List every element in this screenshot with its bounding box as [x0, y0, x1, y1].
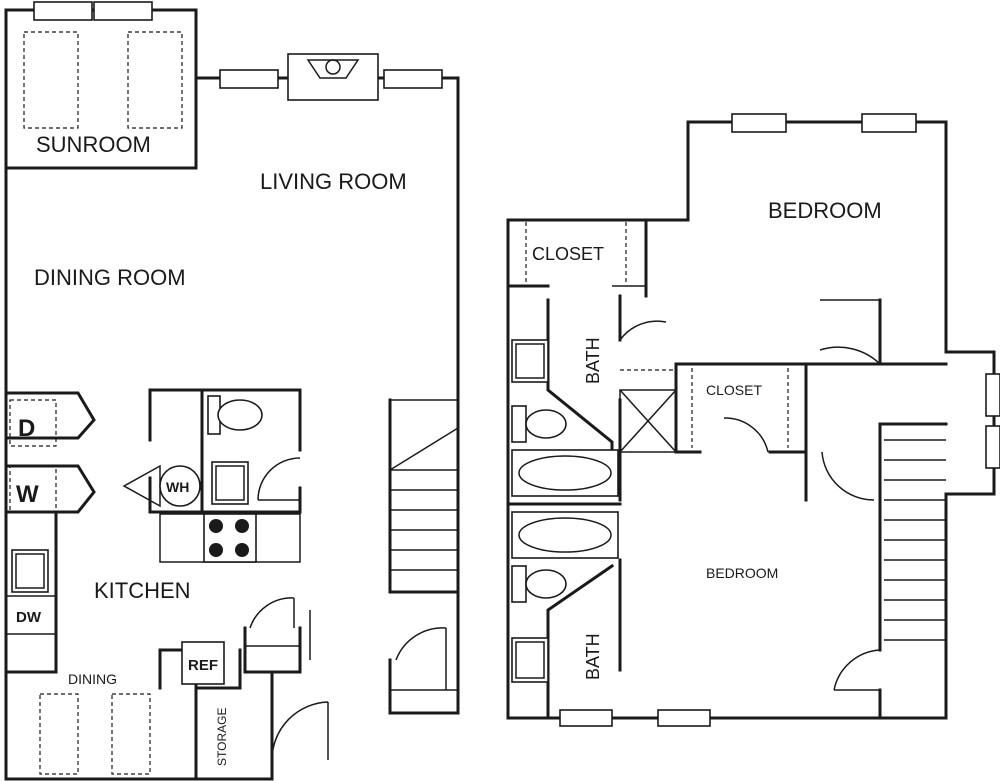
powder-sink-basin	[215, 465, 245, 501]
storage-door-swing	[271, 701, 329, 761]
bath-lower-sink-basin	[515, 641, 545, 679]
burner-2	[235, 519, 249, 533]
closet-mid-west	[674, 362, 702, 454]
dryer-box	[9, 399, 57, 447]
bedroom-window-2	[861, 113, 917, 133]
bedroom2-window-2	[657, 709, 711, 727]
powder-room-walls	[148, 388, 302, 452]
bath-lower-label: BATH	[583, 633, 603, 680]
water-heater	[159, 465, 201, 507]
bath-lower-sink	[511, 637, 549, 683]
kitchen-sink	[11, 549, 49, 593]
upper-floor	[506, 113, 1000, 727]
dining-furniture-2	[111, 693, 151, 775]
upper-north-walls	[506, 120, 948, 354]
stair-enclosure	[388, 398, 460, 594]
bath-upper-toilet-bowl	[525, 409, 567, 439]
sunroom-label: SUNROOM	[36, 132, 151, 157]
bath-lower-tub	[511, 511, 619, 559]
sunroom-window-1	[33, 1, 93, 21]
upper-stair-treads	[884, 439, 946, 641]
sunroom-window-2	[93, 1, 153, 21]
bumpout-window-2	[985, 425, 1000, 469]
water-heater-label: WH	[166, 479, 189, 495]
closet-middle-label: CLOSET	[706, 382, 762, 398]
bath-upper-label: BATH	[583, 337, 603, 384]
fireplace-hearth	[306, 59, 360, 79]
powder-door-swing	[257, 457, 301, 501]
linen-x-2	[619, 389, 677, 453]
stair-treads	[390, 469, 458, 571]
bedroom2-closet-door-swing	[833, 649, 881, 691]
bath-lower-tub-basin	[518, 517, 612, 553]
bath-upper-tub	[511, 449, 619, 497]
main-floor-west-wall	[4, 8, 274, 781]
living-room-label: LIVING ROOM	[260, 169, 407, 194]
stair-break-line	[389, 427, 459, 471]
living-window-2	[383, 69, 443, 89]
bump-out	[944, 350, 996, 496]
upper-stair-enclosure	[878, 422, 948, 652]
sunroom-south-wall	[4, 76, 198, 170]
water-heater-door	[122, 464, 161, 508]
laundry-upper-shelf	[4, 391, 96, 440]
pantry-walls	[243, 626, 302, 674]
bedroom-partition	[804, 298, 882, 366]
dryer-label: D	[18, 415, 35, 442]
entry-door-swing	[395, 627, 447, 661]
bedroom2-window-1	[559, 709, 613, 727]
burner-3	[209, 543, 223, 557]
kitchen-label: KITCHEN	[94, 578, 191, 603]
burner-1	[209, 519, 223, 533]
closet-upper-label: CLOSET	[532, 244, 604, 264]
bedroom-upper-label: BEDROOM	[768, 198, 882, 223]
dishwasher-label: DW	[16, 609, 42, 626]
refrigerator-label: REF	[188, 657, 218, 674]
bath-upper-door-swing	[619, 320, 667, 341]
bedroom-door-swing	[819, 346, 881, 365]
dining-furniture-1	[39, 693, 79, 775]
powder-sink	[211, 461, 249, 505]
dining-label: DINING	[68, 671, 117, 687]
bath-upper-toilet-tank	[511, 405, 527, 443]
bedroom-lower-label: BEDROOM	[706, 565, 778, 581]
bath-upper-sink-basin	[515, 343, 545, 379]
living-window-1	[219, 69, 279, 89]
pantry-door-swing	[249, 597, 295, 629]
bedroom2-door-swing	[821, 451, 875, 501]
kitchen-sink-basin	[15, 553, 45, 589]
dining-room-label: DINING ROOM	[34, 265, 186, 290]
bath-lower-toilet-bowl	[525, 569, 567, 599]
bumpout-window-1	[985, 373, 1000, 417]
closet-mid-door-swing	[723, 417, 769, 453]
powder-toilet-bowl	[217, 399, 263, 431]
bath-upper-sink	[511, 339, 549, 383]
burner-4	[235, 543, 249, 557]
closet-mid-walls	[674, 362, 808, 454]
upper-south-west-walls	[506, 218, 948, 720]
fridge-alcove-east	[194, 648, 242, 690]
fireplace	[287, 53, 379, 101]
sunroom-furniture-2	[127, 31, 183, 129]
washer-label: W	[16, 481, 39, 508]
bedroom-window-1	[731, 113, 787, 133]
fireplace-grate	[325, 59, 341, 75]
bath-lower-toilet-tank	[511, 565, 527, 603]
main-floor	[4, 1, 460, 781]
kitchen-west-counter	[4, 510, 58, 674]
bath-upper-tub-basin	[518, 455, 612, 491]
storage-label: STORAGE	[215, 708, 229, 766]
entry-closet	[388, 658, 460, 715]
sunroom-furniture-1	[23, 31, 79, 129]
refrigerator	[181, 641, 225, 685]
